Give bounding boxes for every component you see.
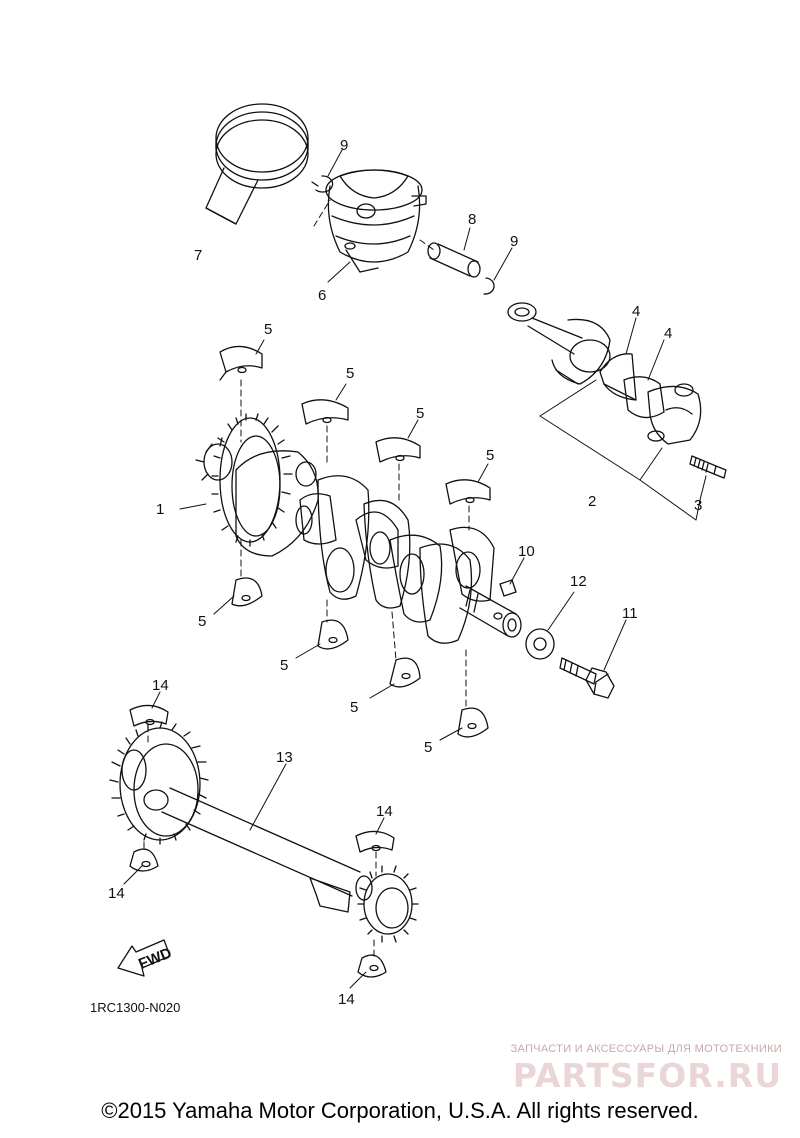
main-bearing-upper-3 (375, 437, 421, 463)
callout-11: 11 (622, 605, 638, 622)
main-bearing-upper-4 (445, 479, 491, 505)
callout-3: 3 (694, 497, 702, 514)
watermark-logo-tail: FOR.RU (634, 1056, 782, 1095)
circlip-lower (483, 277, 495, 295)
main-bearing-upper-1 (219, 345, 263, 381)
main-bearing-lower-3 (389, 657, 421, 688)
callout-8: 8 (468, 211, 476, 228)
callout-6: 6 (318, 287, 326, 304)
conrod-bearing-lower (623, 376, 665, 419)
main-bearing-lower-1 (231, 577, 263, 607)
balancer-bearing-lower-left (129, 848, 159, 872)
main-bearing-lower-4 (457, 707, 489, 738)
callout-9b: 9 (510, 233, 518, 250)
connecting-rod (507, 302, 611, 385)
callout-5-3: 5 (416, 405, 424, 422)
callout-5-2: 5 (346, 365, 354, 382)
callout-14c: 14 (376, 803, 393, 820)
piston-pin (427, 242, 481, 278)
callout-5-7: 5 (350, 699, 358, 716)
balancer-bearing-lower-right (357, 954, 387, 978)
balancer-bearing-upper-right (355, 830, 395, 853)
callout-5-4: 5 (486, 447, 494, 464)
callout-9a: 9 (340, 137, 348, 154)
fwd-label: FWD (136, 944, 174, 973)
callout-12: 12 (570, 573, 587, 590)
main-bearing-upper-2 (301, 399, 349, 425)
callout-5-5: 5 (198, 613, 206, 630)
callout-14a: 14 (152, 677, 169, 694)
callout-4a: 4 (632, 303, 640, 320)
conrod-cap (647, 383, 702, 445)
copyright-notice: ©2015 Yamaha Motor Corporation, U.S.A. A… (101, 1098, 699, 1123)
piston (325, 169, 427, 273)
conrod-bearing-upper (599, 353, 637, 401)
woodruff-key (499, 579, 517, 597)
callout-10: 10 (518, 543, 535, 560)
diagram-code: 1RC1300-N020 (90, 1000, 180, 1015)
crank-bolt (559, 657, 615, 699)
callout-7: 7 (194, 247, 202, 264)
callout-14d: 14 (338, 991, 355, 1008)
callout-5-6: 5 (280, 657, 288, 674)
callout-5-1: 5 (264, 321, 272, 338)
balancer-bearing-upper-left (129, 704, 169, 727)
washer (525, 628, 555, 660)
watermark-logo-main: PARTS (512, 1056, 635, 1095)
callout-14b: 14 (108, 885, 125, 902)
circlip-upper (311, 175, 334, 193)
watermark-tagline: ЗАПЧАСТИ И АКСЕССУАРЫ ДЛЯ МОТОТЕХНИКИ (510, 1043, 782, 1055)
balancer-shaft (109, 721, 419, 943)
alignment-lines (143, 199, 470, 959)
leader-lines (123, 149, 707, 989)
fwd-arrow-icon (117, 939, 171, 977)
callout-13: 13 (276, 749, 293, 766)
callout-4b: 4 (664, 325, 672, 342)
crankshaft (195, 413, 522, 644)
callout-1: 1 (156, 501, 164, 518)
watermark-logo: PARTSFOR.RU (486, 1056, 782, 1095)
piston-ring-set (205, 103, 309, 225)
main-bearing-lower-2 (317, 619, 349, 650)
callout-2: 2 (588, 493, 596, 510)
callout-5-8: 5 (424, 739, 432, 756)
conrod-bolt (689, 455, 727, 479)
